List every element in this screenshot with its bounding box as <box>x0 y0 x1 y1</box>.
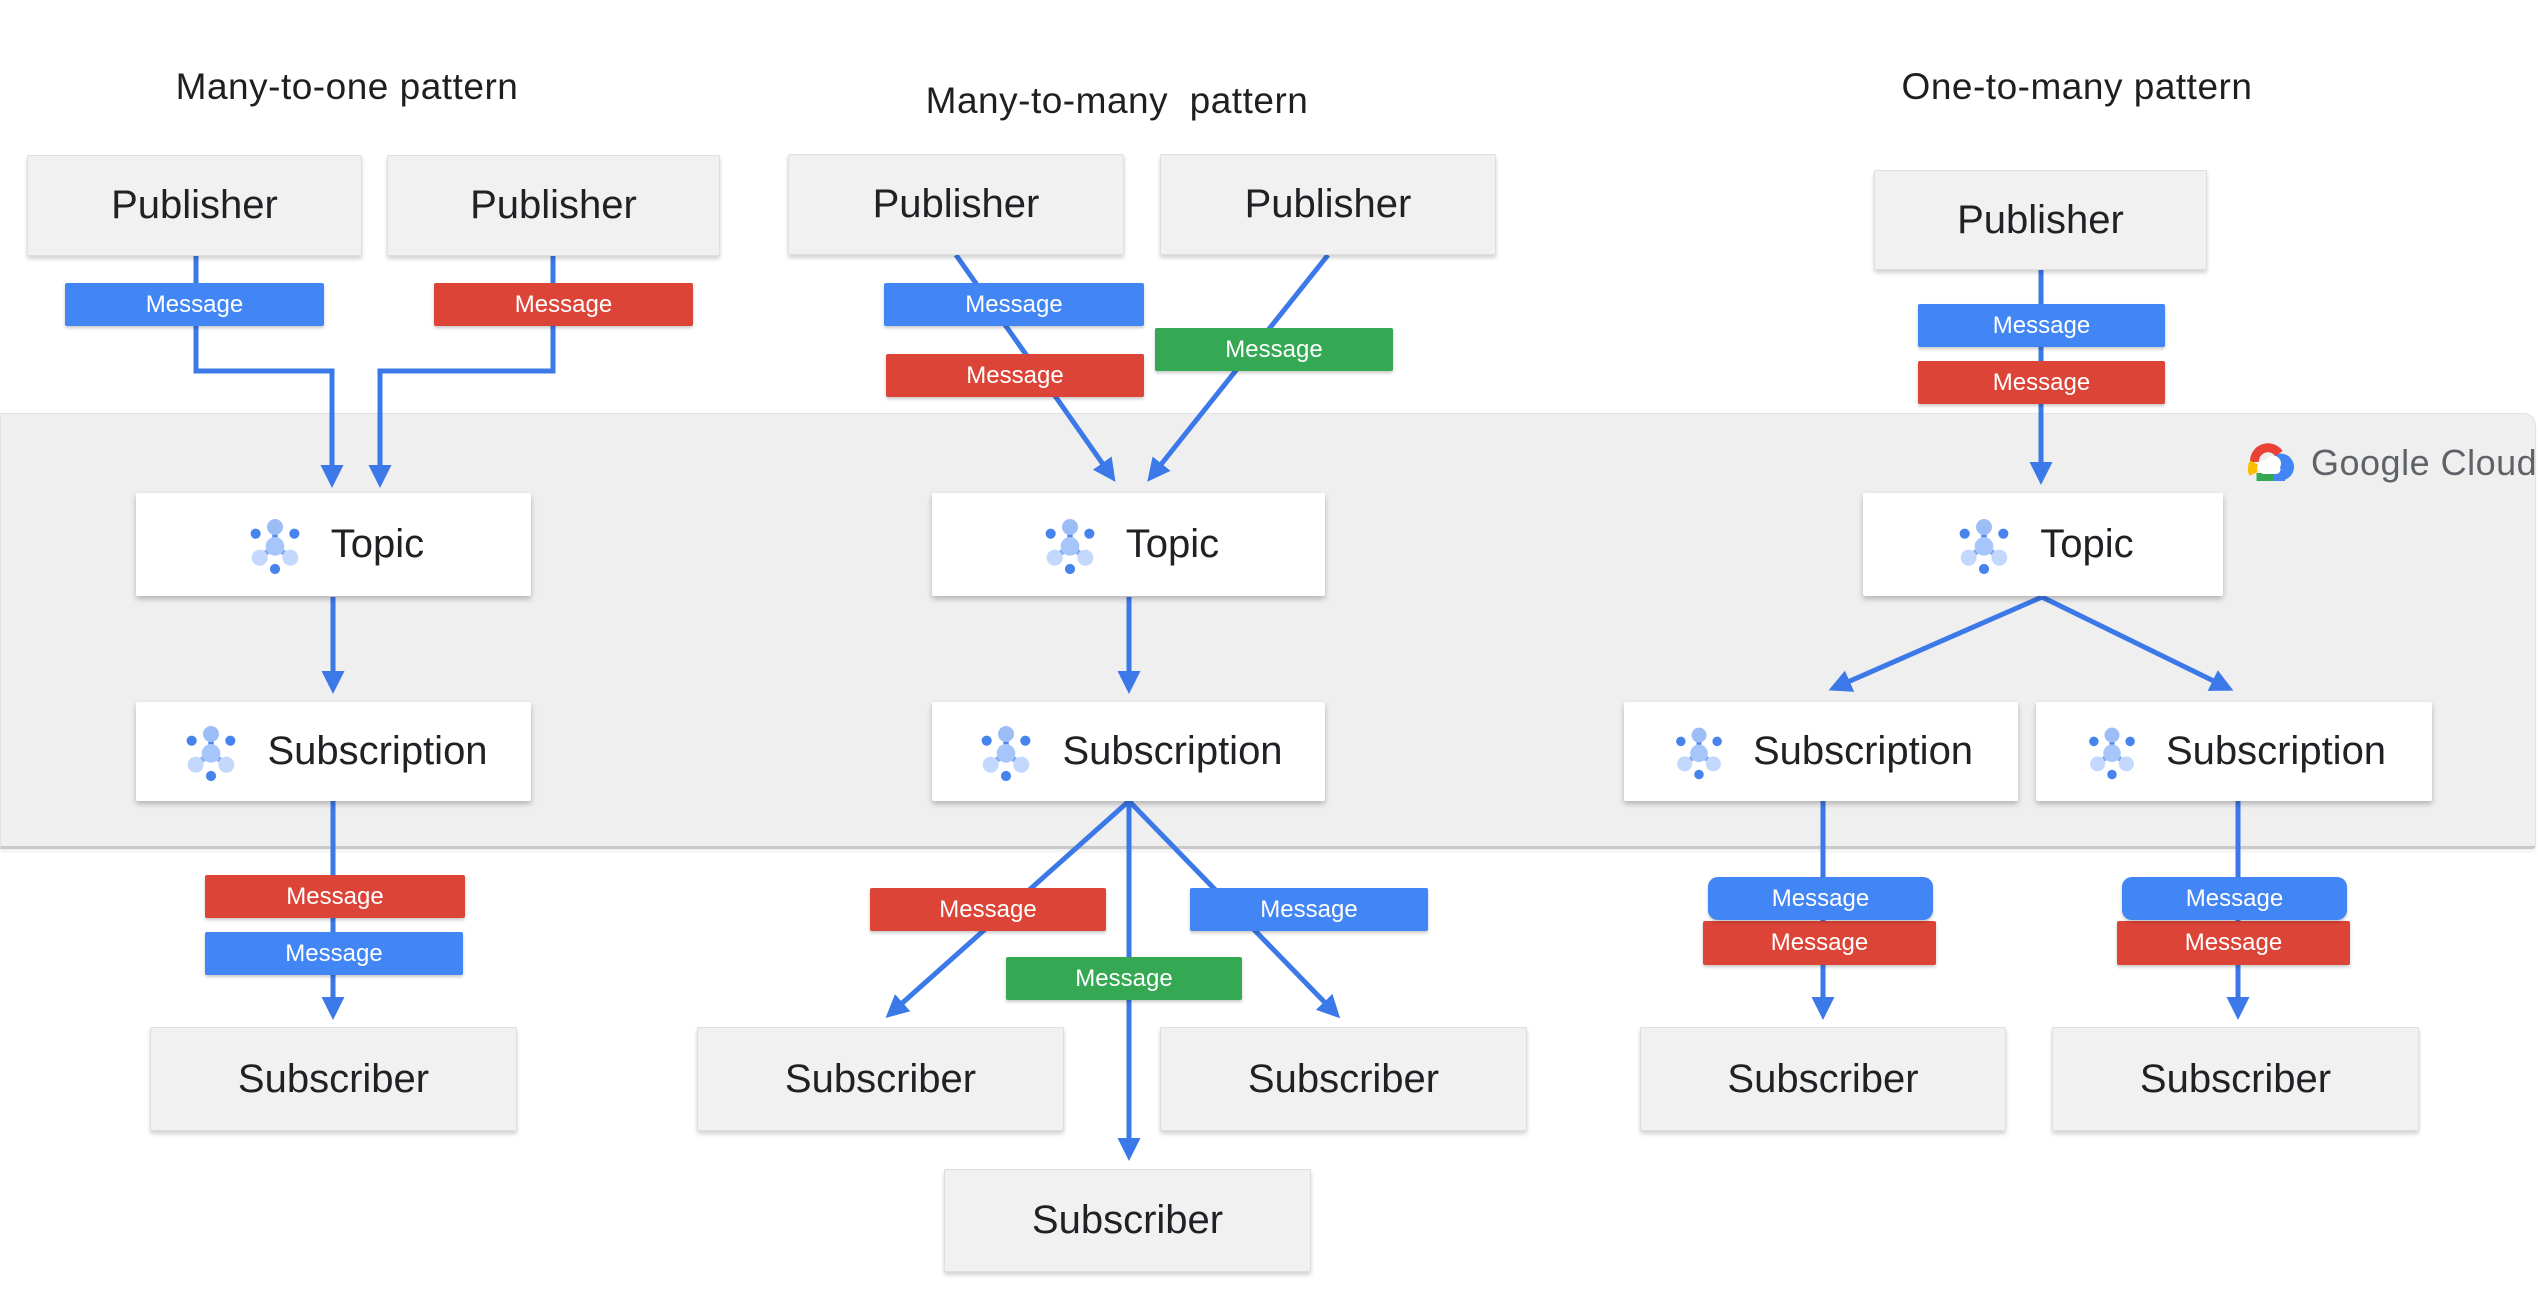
node-label: Topic <box>2040 522 2134 566</box>
o2m-delivered-message-red-2: Message <box>2117 921 2350 965</box>
node-label: Topic <box>330 522 425 566</box>
google-cloud-logo-icon <box>2247 443 2294 481</box>
m2m-topic: Topic <box>932 493 1325 596</box>
node-label: Subscription <box>267 729 488 773</box>
google-cloud-logo-text: Google Cloud <box>2311 442 2538 483</box>
pubsub-subscription-icon <box>982 725 1031 781</box>
node-label: Subscription <box>2165 729 2387 773</box>
m2m-subscriber-2: Subscriber <box>1160 1027 1527 1131</box>
m2m-delivered-message-green: Message <box>1006 957 1242 1000</box>
node-label: Subscription <box>1062 729 1283 773</box>
o2m-publisher: Publisher <box>1874 170 2207 270</box>
node-label: Publisher <box>111 183 278 227</box>
node-label: Topic <box>1125 522 1220 566</box>
message-label: Message <box>2185 884 2284 912</box>
node-label: Subscriber <box>1727 1056 1919 1101</box>
o2m-delivered-message-red-1: Message <box>1703 921 1936 965</box>
pubsub-topic-icon <box>1959 518 2009 574</box>
o2m-subscription-2: Subscription <box>2036 702 2432 801</box>
message-label: Message <box>286 882 384 910</box>
pubsub-topic-icon <box>1045 518 1095 574</box>
message-label: Message <box>939 895 1037 923</box>
message-label: Message <box>966 361 1064 389</box>
pubsub-subscription-icon <box>1676 727 1722 779</box>
m2o-delivered-message-blue: Message <box>205 932 463 975</box>
message-label: Message <box>1225 335 1323 363</box>
o2m-delivered-message-blue-2: Message <box>2122 877 2347 920</box>
message-label: Message <box>1075 964 1173 992</box>
o2m-message-blue: Message <box>1918 304 2165 347</box>
m2m-subscription: Subscription <box>932 702 1325 801</box>
m2o-publisher-2: Publisher <box>387 155 720 256</box>
node-label: Subscriber <box>784 1056 977 1101</box>
google-cloud-logo: Google Cloud <box>2243 441 2537 485</box>
m2m-subscriber-3: Subscriber <box>944 1169 1311 1272</box>
m2o-delivered-message-red: Message <box>205 875 465 918</box>
pubsub-subscription-icon <box>2089 727 2135 779</box>
title-many-to-many: Many-to-many pattern <box>925 80 1309 121</box>
m2m-publisher-1: Publisher <box>788 154 1124 255</box>
message-label: Message <box>145 290 244 318</box>
m2o-message-red: Message <box>434 283 693 326</box>
pubsub-subscription-icon <box>187 725 236 781</box>
o2m-topic: Topic <box>1863 493 2223 596</box>
node-label: Publisher <box>872 182 1040 226</box>
node-label: Subscriber <box>2139 1056 2332 1101</box>
node-label: Subscription <box>1752 729 1974 773</box>
m2o-subscription: Subscription <box>136 702 531 801</box>
m2o-subscriber: Subscriber <box>150 1027 517 1131</box>
node-label: Publisher <box>1957 197 2124 242</box>
m2m-message-blue: Message <box>884 283 1144 326</box>
o2m-delivered-message-blue-1: Message <box>1708 877 1933 920</box>
m2o-topic: Topic <box>136 493 531 596</box>
m2m-delivered-message-red: Message <box>870 888 1106 931</box>
node-label: Publisher <box>1244 182 1412 226</box>
node-label: Subscriber <box>1031 1198 1224 1242</box>
m2m-subscriber-1: Subscriber <box>697 1027 1064 1131</box>
message-label: Message <box>1260 895 1358 923</box>
m2m-publisher-2: Publisher <box>1160 154 1496 255</box>
node-label: Subscriber <box>1247 1056 1440 1101</box>
m2m-message-green: Message <box>1155 328 1393 371</box>
message-label: Message <box>1992 311 2091 339</box>
title-one-to-many: One-to-many pattern <box>1901 66 2253 107</box>
m2m-message-red: Message <box>886 354 1144 397</box>
message-label: Message <box>1770 929 1869 956</box>
message-label: Message <box>285 939 383 967</box>
o2m-subscription-1: Subscription <box>1624 702 2018 801</box>
o2m-subscriber-1: Subscriber <box>1640 1027 2006 1131</box>
message-label: Message <box>965 290 1063 318</box>
message-label: Message <box>514 290 613 318</box>
pubsub-topic-icon <box>250 518 300 574</box>
m2o-message-blue: Message <box>65 283 324 326</box>
message-label: Message <box>1992 368 2091 396</box>
message-label: Message <box>2184 929 2283 956</box>
m2o-publisher-1: Publisher <box>27 155 362 256</box>
o2m-subscriber-2: Subscriber <box>2052 1027 2419 1131</box>
node-label: Subscriber <box>237 1056 430 1101</box>
m2m-delivered-message-blue: Message <box>1190 888 1428 931</box>
node-label: Publisher <box>470 183 637 227</box>
title-many-to-one: Many-to-one pattern <box>175 66 519 107</box>
o2m-message-red: Message <box>1918 361 2165 404</box>
message-label: Message <box>1771 884 1870 912</box>
